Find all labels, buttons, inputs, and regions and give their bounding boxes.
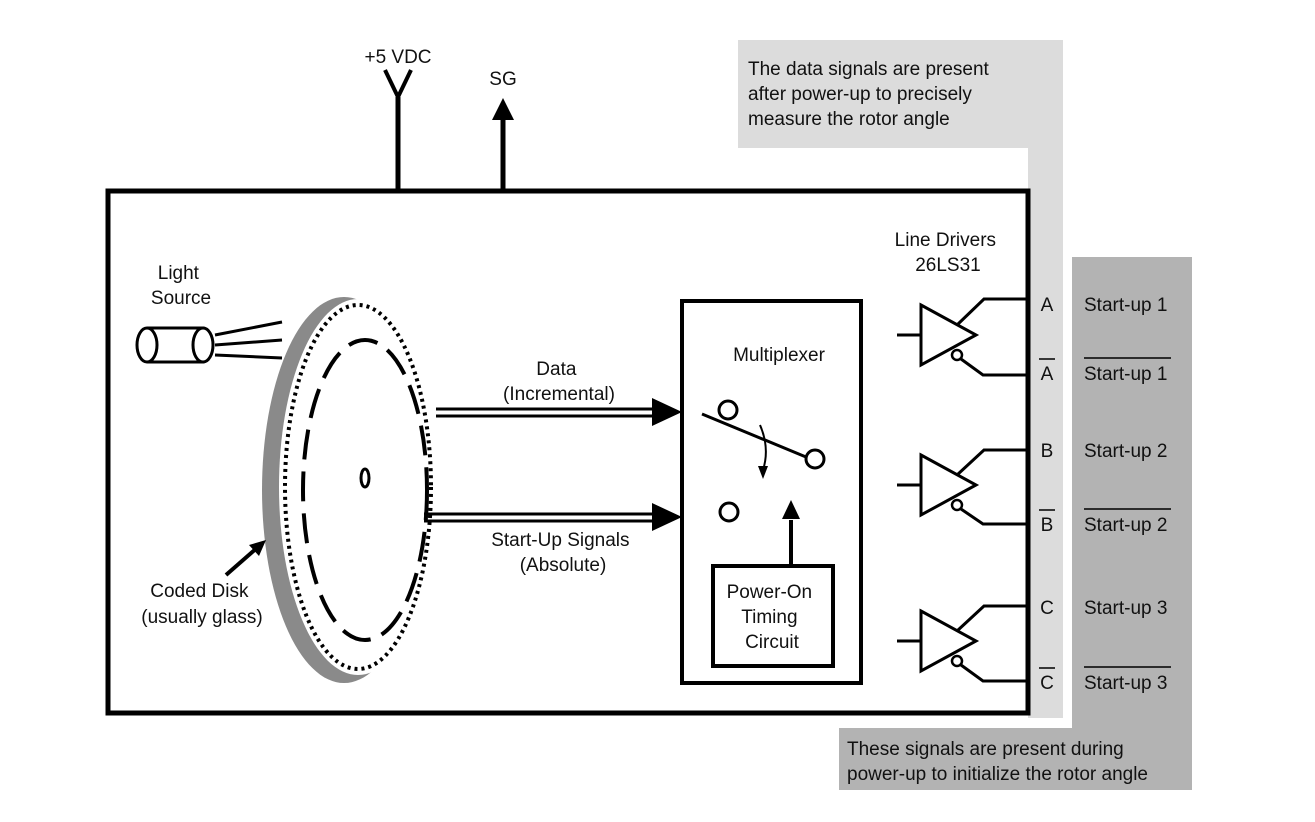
line-driver-2-icon: [897, 448, 1030, 526]
startup-path-arrow: [424, 503, 682, 531]
data-signals-note: The data signals are present after power…: [748, 59, 994, 130]
multiplexer-title: Multiplexer: [733, 345, 826, 366]
signal-b-bar-label: B: [1041, 515, 1054, 536]
encoder-housing: [105, 188, 1031, 716]
line-driver-1-icon: [897, 297, 1030, 377]
startup-2-bar-label: Start-up 2: [1084, 515, 1167, 536]
startup-3-bar-label: Start-up 3: [1084, 673, 1167, 694]
light-source-label: Light Source: [151, 263, 211, 309]
line-drivers-title: Line Drivers 26LS31: [895, 230, 1002, 276]
sg-label: SG: [489, 69, 516, 90]
timing-circuit-box: [711, 564, 835, 668]
timing-control-arrow: [782, 500, 800, 565]
line-driver-3-icon: [897, 604, 1030, 683]
startup-2-label: Start-up 2: [1084, 441, 1167, 462]
vdc-terminal: [383, 69, 413, 191]
coded-disk-icon: [262, 297, 437, 683]
switch-icon: [701, 399, 826, 523]
startup-3-label: Start-up 3: [1084, 598, 1167, 619]
startup-path-label: Start-Up Signals (Absolute): [491, 530, 635, 576]
signal-b-label: B: [1041, 441, 1054, 462]
data-path-arrow: [436, 398, 682, 426]
data-path-label: Data (Incremental): [503, 359, 615, 405]
signal-c-label: C: [1040, 598, 1054, 619]
signal-a-label: A: [1041, 295, 1054, 316]
startup-1-label: Start-up 1: [1084, 295, 1167, 316]
startup-signals-note-panel-bottom: [839, 728, 1192, 790]
timing-circuit-label: Power-On Timing Circuit: [727, 582, 818, 653]
coded-disk-pointer: [224, 540, 266, 577]
sg-terminal: [492, 98, 514, 191]
startup-signals-note-panel: [1072, 257, 1192, 790]
vdc-label: +5 VDC: [364, 47, 431, 68]
light-source-icon: [135, 320, 283, 364]
signal-a-bar-label: A: [1041, 364, 1054, 385]
startup-signals-note: These signals are present during power-u…: [847, 739, 1148, 785]
coded-disk-label: Coded Disk (usually glass): [141, 581, 262, 628]
signal-c-bar-label: C: [1040, 673, 1054, 694]
startup-1-bar-label: Start-up 1: [1084, 364, 1167, 385]
